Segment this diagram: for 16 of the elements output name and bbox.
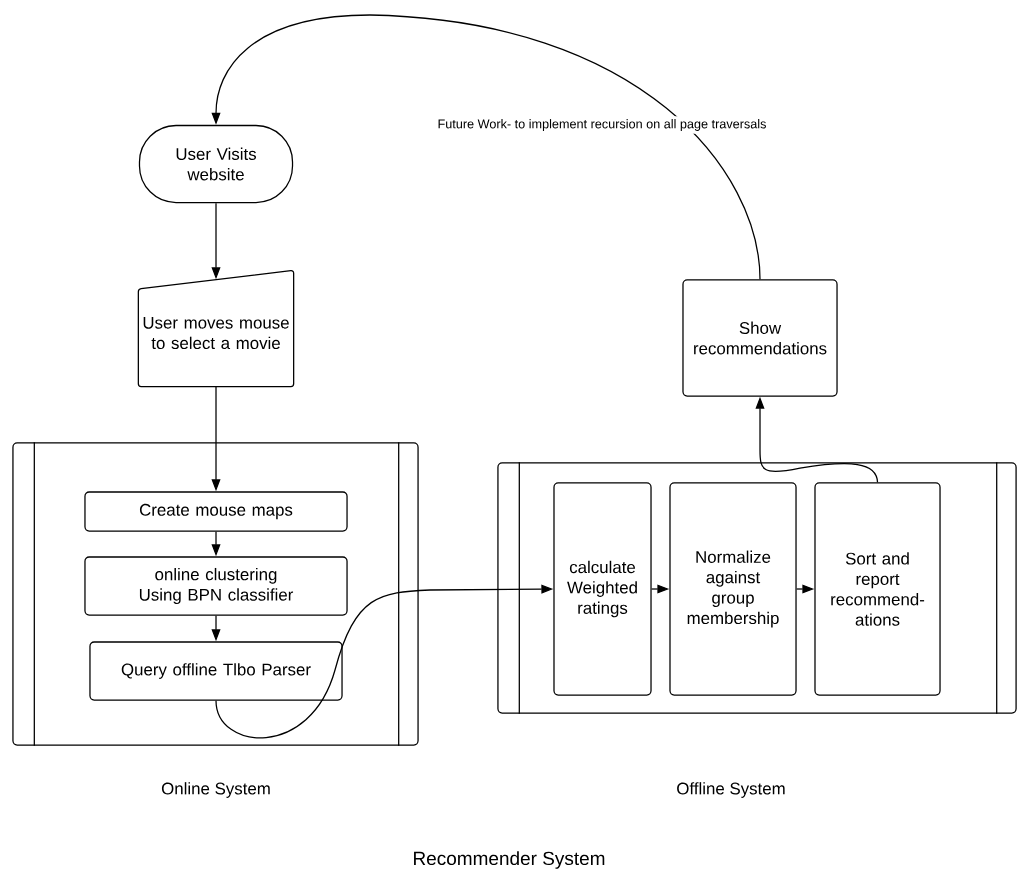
process-box: Sort and report recommend-ations xyxy=(814,482,941,696)
arrow xyxy=(211,14,761,280)
process-box: Create mouse maps xyxy=(84,491,348,532)
process-box: Normalize against group membership xyxy=(669,482,797,696)
swimlane-box xyxy=(12,441,419,747)
process-box: Query offline Tlbo Parser xyxy=(89,641,343,701)
swimlane-box xyxy=(497,461,1017,715)
manual-input-box: User moves mouse to select a movie xyxy=(137,270,295,388)
lane-caption: Offline System xyxy=(677,782,785,798)
process-box: calculate Weighted ratings xyxy=(553,482,652,696)
diagram-title: Recommender System xyxy=(414,851,605,869)
process-box: online clustering Using BPN classifier xyxy=(84,556,348,616)
process-box: Show recommendations xyxy=(682,279,838,397)
edge-label: Future Work- to implement recursion on all page traversals xyxy=(434,116,770,134)
lane-caption: Online System xyxy=(161,782,270,798)
terminal-box: User Visits website xyxy=(138,124,294,204)
